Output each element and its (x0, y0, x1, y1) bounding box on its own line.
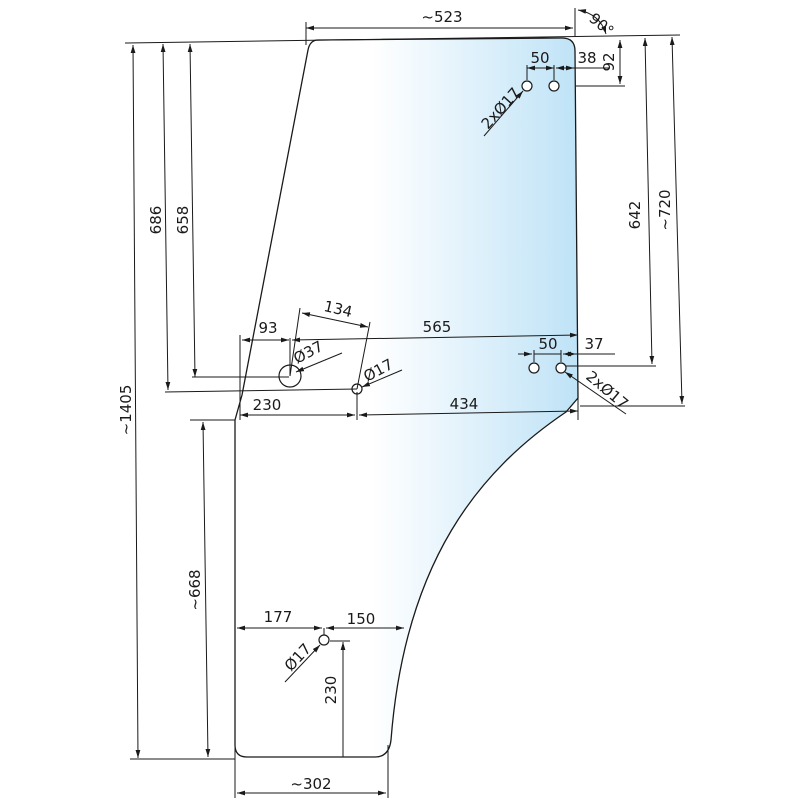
label-top-width: ~523 (421, 8, 462, 26)
label-right-hole-edge: 37 (584, 335, 603, 353)
label-left-658: 658 (174, 206, 192, 235)
label-565: 565 (423, 318, 452, 336)
label-150: 150 (347, 610, 376, 628)
label-right-642: 642 (626, 201, 644, 230)
label-right-hole-spacing: 50 (538, 335, 557, 353)
label-bottom-width: ~302 (290, 775, 331, 793)
label-lower-height: ~668 (186, 569, 204, 610)
dimension-lines (124, 8, 685, 798)
label-177: 177 (264, 608, 293, 626)
label-top-hole-drop: 92 (600, 52, 618, 71)
label-134: 134 (322, 297, 354, 321)
hole-top-1 (521, 80, 533, 92)
hole-bottom (318, 634, 330, 646)
label-434: 434 (450, 395, 479, 413)
label-93: 93 (258, 319, 277, 337)
label-right-720: ~720 (656, 189, 674, 230)
label-left-686: 686 (147, 206, 165, 235)
label-230-mid: 230 (253, 396, 282, 414)
hole-right-1 (528, 362, 540, 374)
label-total-height: ~1405 (117, 385, 135, 436)
hole-top-2 (548, 80, 560, 92)
label-bottom-hole-height: 230 (322, 676, 340, 705)
glass-panel (234, 37, 579, 758)
hole-right-2 (555, 362, 567, 374)
label-top-hole-edge: 38 (577, 49, 596, 67)
label-top-hole-spacing: 50 (530, 49, 549, 67)
